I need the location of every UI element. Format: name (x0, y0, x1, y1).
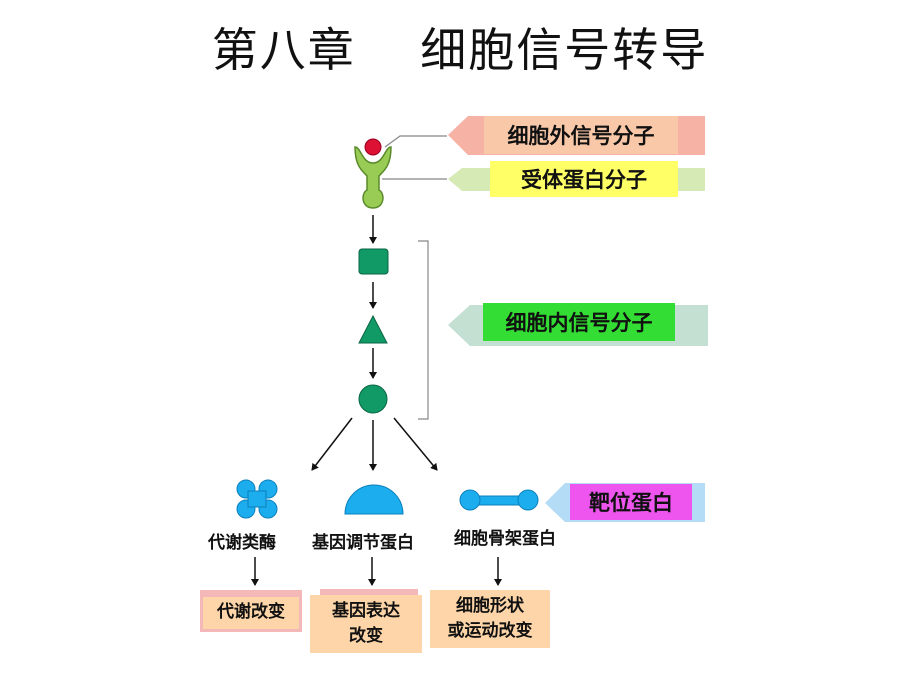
ligand-leader-line (384, 135, 447, 148)
intracellular-signal-label: 细胞内信号分子 (483, 303, 675, 341)
receptor-protein-label: 受体蛋白分子 (490, 161, 678, 197)
target-protein-label: 靶位蛋白 (570, 484, 692, 520)
extracellular-ligand (364, 138, 382, 156)
metabolic-enzyme-shape (236, 479, 278, 519)
shape-change-line1: 细胞形状 (456, 595, 524, 616)
cytoskeleton-protein-label: 细胞骨架蛋白 (454, 529, 556, 549)
extracellular-signal-label: 细胞外信号分子 (484, 116, 678, 154)
metabolic-enzyme-label: 代谢类酶 (208, 533, 276, 553)
gene-regulator-label: 基因调节蛋白 (312, 533, 414, 553)
intracellular-triangle (358, 314, 388, 344)
intracellular-bracket (418, 240, 429, 420)
intracellular-circle (358, 384, 388, 414)
page-title: 第八章 细胞信号转导 (211, 23, 709, 77)
shape-change-box: 细胞形状 或运动改变 (430, 590, 550, 648)
shape-change-line2: 或运动改变 (447, 621, 533, 641)
gene-regulator-shape (344, 484, 404, 515)
cytoskeleton-shape (459, 489, 539, 511)
arrow-to-enzyme (311, 417, 353, 471)
intracellular-square (358, 248, 389, 275)
expression-change-line1: 基因表达 (332, 600, 400, 621)
metabolism-change-text: 代谢改变 (217, 602, 285, 623)
receptor-protein (354, 146, 392, 209)
metabolism-change-box: 代谢改变 (203, 597, 299, 629)
expression-change-line2: 改变 (349, 626, 383, 646)
arrow-to-cytoskeleton (393, 417, 438, 471)
expression-change-box: 基因表达 改变 (310, 595, 422, 653)
